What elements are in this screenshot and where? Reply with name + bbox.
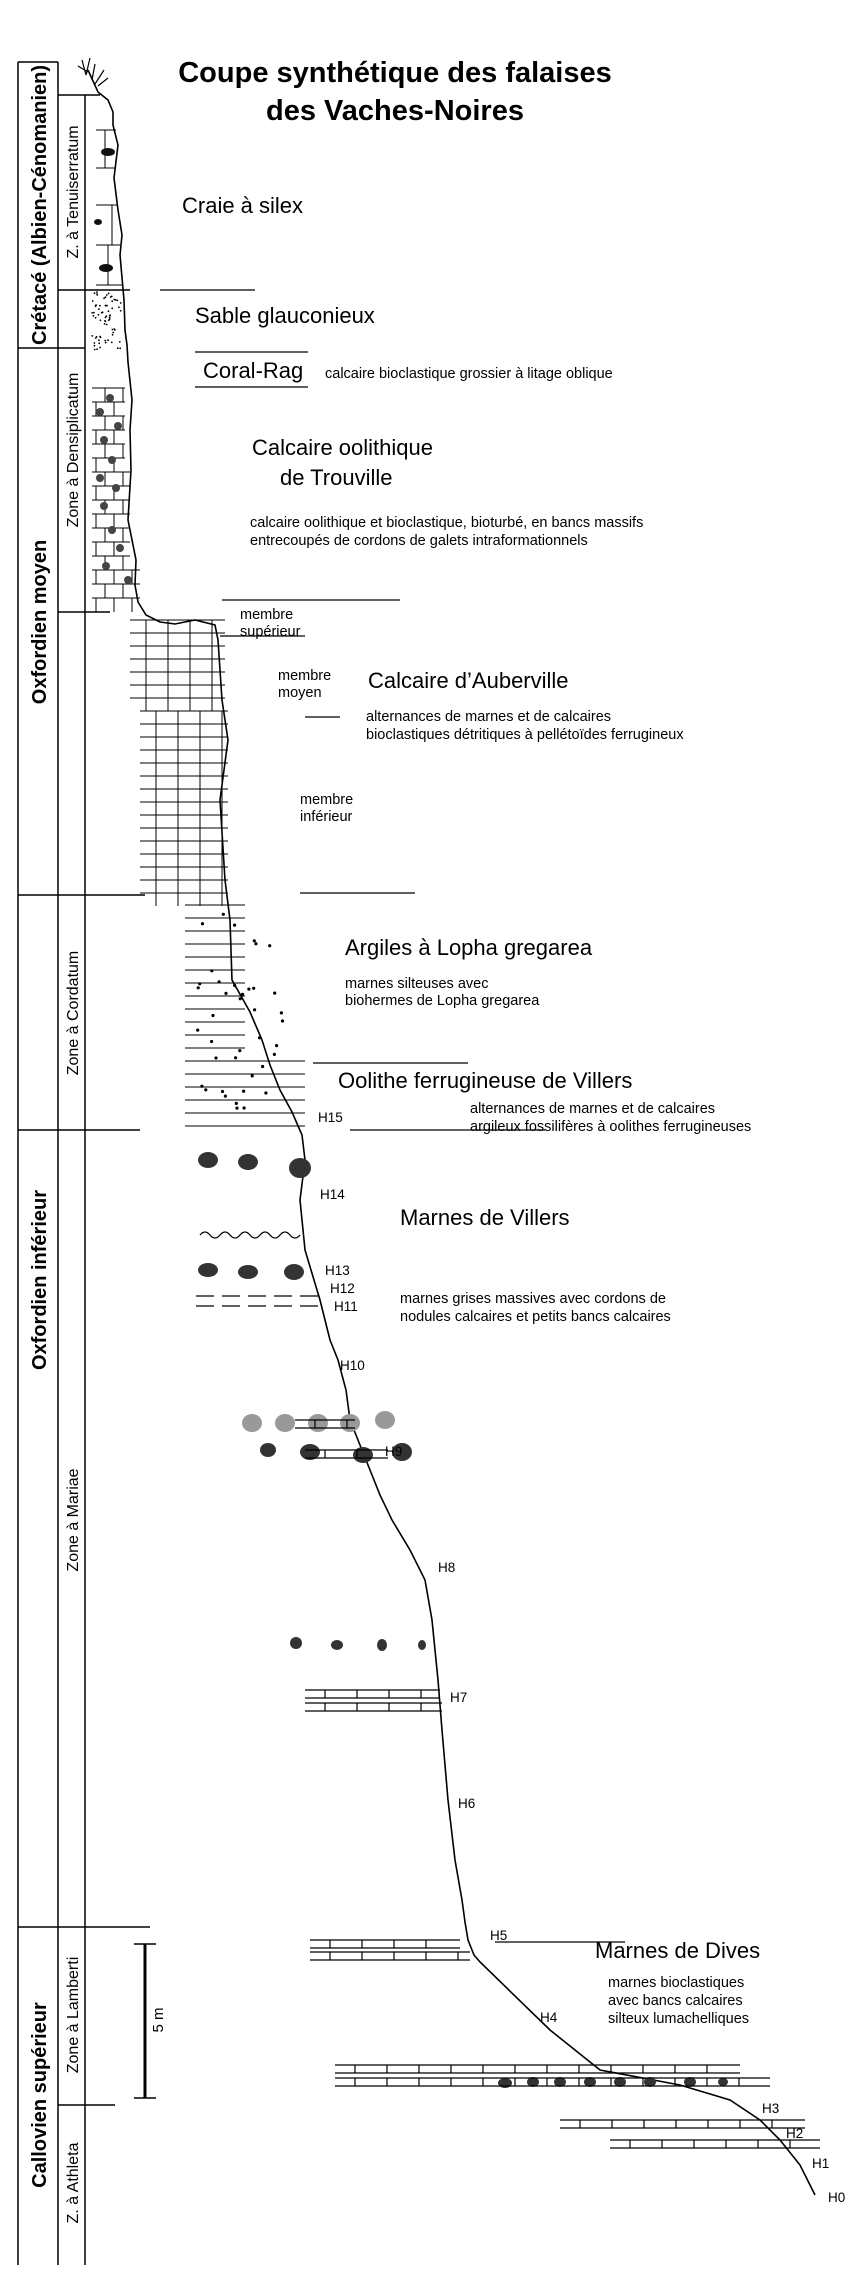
membre-inferieur-2: inférieur — [300, 809, 353, 825]
unit-sable-glauconieux: Sable glauconieux — [195, 303, 375, 328]
auberville-description-2: bioclastiques détritiques à pellétoïdes … — [366, 727, 684, 743]
dives-description-3: silteux lumachelliques — [608, 2011, 749, 2027]
grey-nodules — [242, 1411, 395, 1432]
unit-marnes-villers: Marnes de Villers — [400, 1205, 570, 1230]
limestone-benches — [295, 1419, 820, 2149]
horizon-h1: H1 — [812, 2156, 829, 2171]
scale-bar-label: 5 m — [150, 2007, 167, 2032]
unit-trouville-line-2: de Trouville — [280, 465, 393, 490]
title-line-1: Coupe synthétique des falaises — [178, 57, 612, 89]
unit-coral-rag: Coral-Rag — [203, 358, 303, 383]
stage-label-oxfordien-moyen: Oxfordien moyen — [29, 540, 51, 704]
dashed-marl-lines — [196, 1295, 320, 1307]
zone-label-lamberti: Zone à Lamberti — [65, 1957, 82, 2074]
horizon-h4: H4 — [540, 2010, 558, 2025]
stage-label-oxfordien-inferieur: Oxfordien inférieur — [29, 1190, 51, 1370]
stage-label-callovien-superieur: Callovien supérieur — [29, 2002, 51, 2188]
unit-trouville-line-1: Calcaire oolithique — [252, 435, 433, 460]
membre-moyen-2: moyen — [278, 685, 322, 701]
vegetation-icon — [77, 57, 109, 87]
unit-calcaire-auberville: Calcaire d’Auberville — [368, 668, 569, 693]
horizon-h7: H7 — [450, 1690, 467, 1705]
flint-nodules — [94, 148, 115, 272]
horizon-h5: H5 — [490, 1928, 507, 1943]
horizon-h11: H11 — [334, 1299, 358, 1314]
scale-bar — [134, 1943, 156, 2099]
horizon-h6: H6 — [458, 1796, 475, 1811]
lithology-trouville — [92, 387, 140, 612]
dives-nodules — [498, 2077, 728, 2088]
stage-column — [17, 61, 150, 2265]
lopha-description-2: biohermes de Lopha gregarea — [345, 993, 540, 1009]
coral-rag-description: calcaire bioclastique grossier à litage … — [325, 366, 613, 382]
horizon-h14: H14 — [320, 1187, 345, 1202]
horizon-h3: H3 — [762, 2101, 779, 2116]
unit-marnes-dives: Marnes de Dives — [595, 1938, 760, 1963]
oolithe-description-2: argileux fossilifères à oolithes ferrugi… — [470, 1119, 751, 1135]
horizon-h9: H9 — [385, 1444, 402, 1459]
calcareous-nodules — [198, 1152, 426, 1651]
zone-label-tenuiserratum: Z. à Tenuiserratum — [65, 125, 82, 258]
lithology-sable — [91, 291, 122, 351]
unit-oolithe-villers: Oolithe ferrugineuse de Villers — [338, 1068, 632, 1093]
horizon-h12: H12 — [330, 1281, 355, 1296]
horizon-h10: H10 — [340, 1358, 365, 1373]
horizon-h2: H2 — [786, 2126, 803, 2141]
zone-label-cordatum: Zone à Cordatum — [65, 951, 82, 1076]
lithology-auberville — [130, 619, 228, 906]
trouville-description-2: entrecoupés de cordons de galets intrafo… — [250, 533, 588, 549]
membre-superieur-1: membre — [240, 607, 293, 623]
dives-description-2: avec bancs calcaires — [608, 1993, 743, 2009]
horizon-h8: H8 — [438, 1560, 455, 1575]
membre-superieur-2: supérieur — [240, 624, 301, 640]
zone-label-densiplicatum: Zone à Densiplicatum — [65, 373, 82, 528]
horizon-h13: H13 — [325, 1263, 350, 1278]
marnes-villers-description-1: marnes grises massives avec cordons de — [400, 1291, 666, 1307]
lopha-wavy-line — [199, 1231, 301, 1239]
cliff-profile — [87, 69, 816, 2196]
lithology-craie — [96, 129, 122, 286]
unit-argiles-lopha: Argiles à Lopha gregarea — [345, 935, 593, 960]
lithology-lopha — [185, 904, 305, 1127]
title-line-2: des Vaches-Noires — [266, 95, 524, 127]
trouville-description-1: calcaire oolithique et bioclastique, bio… — [250, 515, 643, 531]
dives-description-1: marnes bioclastiques — [608, 1975, 744, 1991]
oolithe-description-1: alternances de marnes et de calcaires — [470, 1101, 715, 1117]
unit-boundary-lines — [160, 289, 625, 1943]
horizon-h15: H15 — [318, 1110, 343, 1125]
stage-label-cretace: Crétacé (Albien-Cénomanien) — [29, 65, 51, 345]
auberville-description-1: alternances de marnes et de calcaires — [366, 709, 611, 725]
membre-moyen-1: membre — [278, 668, 331, 684]
lopha-description-1: marnes silteuses avec — [345, 976, 488, 992]
marnes-villers-description-2: nodules calcaires et petits bancs calcai… — [400, 1309, 671, 1325]
zone-label-mariae: Zone à Mariae — [65, 1468, 82, 1571]
horizon-h0: H0 — [828, 2190, 845, 2205]
unit-craie-a-silex: Craie à silex — [182, 193, 303, 218]
zone-label-athleta: Z. à Athleta — [65, 2142, 82, 2223]
membre-inferieur-1: membre — [300, 792, 353, 808]
